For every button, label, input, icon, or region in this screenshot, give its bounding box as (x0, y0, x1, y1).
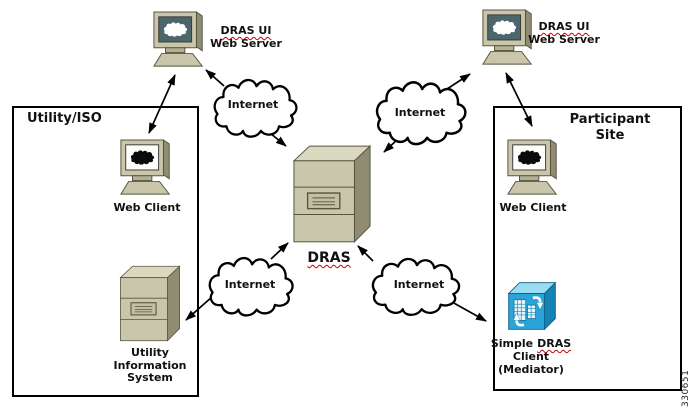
web-server-right-label-line1: DRAS UI (538, 20, 590, 33)
arrow-web-client-left-to-web-server-left (148, 74, 176, 134)
figure-number: 330651 (681, 369, 691, 407)
web-server-left-label-line1: DRAS UI (220, 24, 272, 37)
web-client-left-computer-icon (120, 139, 171, 195)
sdc-label-word-simple: Simple (490, 337, 534, 350)
dras-label: DRAS (298, 250, 360, 266)
dras-server-icon (292, 145, 372, 244)
simple-dras-client-mediator-icon (507, 281, 557, 331)
participant-site-region-title: Participant Site (547, 112, 673, 144)
arrow-internet-4-to-dras (357, 245, 374, 262)
arrow-internet-1-to-web-server-left (205, 69, 225, 87)
sdc-label-line3: (Mediator) (498, 363, 564, 376)
web-server-left-computer-icon (153, 11, 204, 67)
web-server-right-computer-icon (482, 9, 533, 65)
uis-label-line3: System (127, 371, 173, 384)
internet-cloud-top-right-label: Internet (395, 106, 446, 119)
web-client-left-label: Web Client (113, 201, 181, 214)
web-server-right-label-line2: Web Server (528, 32, 600, 46)
web-server-left-label-line2: Web Server (210, 36, 282, 50)
sdc-label-word-dras: DRAS (537, 337, 572, 350)
arrow-internet-2-to-web-server-right (446, 73, 471, 90)
uis-label-line2: Information (113, 358, 187, 372)
web-server-left-label: DRAS UI Web Server (206, 24, 286, 50)
arrow-web-server-right-to-web-client-right (505, 72, 533, 127)
utility-iso-region-title: Utility/ISO (27, 111, 102, 126)
web-server-right-label: DRAS UI Web Server (524, 20, 604, 46)
utility-iso-region-box (12, 106, 199, 397)
utility-information-system-server-icon (119, 265, 181, 342)
participant-site-region-box (493, 106, 682, 391)
sdc-label-line2: Client (512, 350, 550, 363)
arrow-internet-3-to-utility-information-system (185, 295, 214, 321)
uis-label-line1: Utility (131, 346, 169, 359)
arrow-internet-4-to-simple-dras-client (451, 301, 487, 322)
utility-information-system-label: Utility Information System (103, 346, 197, 385)
dras-label-text: DRAS (307, 250, 351, 266)
internet-cloud-top-left-label: Internet (228, 98, 279, 111)
web-client-right-computer-icon (507, 139, 558, 195)
participant-site-title-line2: Site (595, 128, 625, 143)
arrow-internet-3-to-dras (270, 242, 289, 260)
participant-site-title-line1: Participant (569, 112, 651, 127)
internet-cloud-bottom-left-label: Internet (225, 278, 276, 291)
web-client-right-label: Web Client (499, 201, 567, 214)
internet-cloud-bottom-right-label: Internet (394, 278, 445, 291)
